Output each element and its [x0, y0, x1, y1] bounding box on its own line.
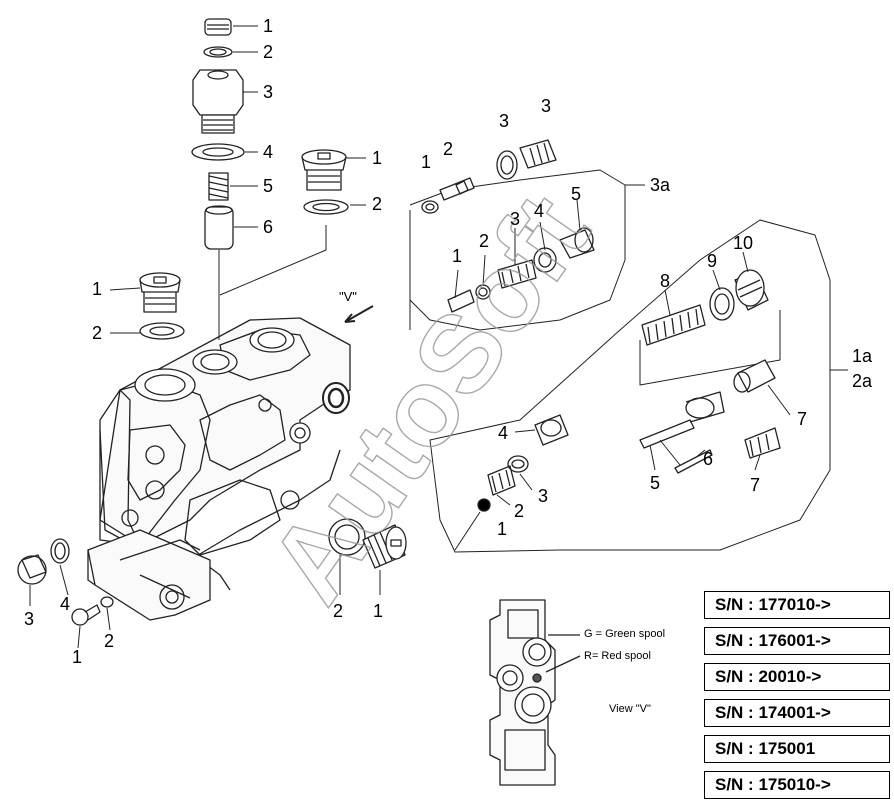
legend-red: R= Red spool: [584, 650, 651, 662]
callout-front-2: 2: [514, 501, 525, 521]
callout-plug-left-1: 1: [92, 279, 103, 299]
valve-body: [87, 317, 351, 621]
label-1a: 1a: [852, 346, 873, 366]
view-v-caption: View "V": [609, 703, 651, 715]
callout-bottom-mid-1: 1: [373, 601, 384, 621]
callout-bottom-left-3: 3: [24, 609, 35, 629]
serial-number-box: S/N : 175001: [704, 735, 890, 763]
callout-bottom-left-4: 4: [60, 594, 71, 614]
callout-valve-top-1: 1: [421, 152, 432, 172]
valve-3a-assembly: [409, 139, 626, 331]
serial-number-text: S/N : 177010->: [715, 595, 831, 614]
callout-top-6: 6: [263, 217, 274, 237]
callout-spool-6: 6: [703, 449, 714, 469]
callout-valve-mid-4: 4: [534, 201, 545, 221]
callout-top-4: 4: [263, 142, 274, 162]
callout-valve-mid-5: 5: [571, 184, 582, 204]
view-v-inset: [489, 599, 581, 786]
callout-spool-7b: 7: [750, 475, 761, 495]
top-relief-stack: [191, 18, 245, 340]
callout-spool-8: 8: [660, 271, 671, 291]
serial-number-text: S/N : 175010->: [715, 775, 831, 794]
callout-top-1: 1: [263, 16, 274, 36]
callout-top-3: 3: [263, 82, 274, 102]
callout-valve-top-2: 2: [443, 139, 454, 159]
plug-left: [139, 272, 185, 340]
serial-number-text: S/N : 175001: [715, 739, 816, 758]
callout-valve-mid-1: 1: [452, 246, 463, 266]
serial-number-box: S/N : 177010->: [704, 591, 890, 619]
label-2a: 2a: [852, 371, 873, 391]
callout-front-4: 4: [498, 423, 509, 443]
callout-bottom-left-2: 2: [104, 631, 115, 651]
callout-front-1: 1: [497, 519, 508, 539]
view-v-label: "V": [339, 289, 357, 304]
callout-front-3: 3: [538, 486, 549, 506]
leader-lines: [29, 25, 848, 649]
front-parts: [454, 414, 569, 551]
callout-spool-9: 9: [707, 251, 718, 271]
bottom-parts: [17, 518, 407, 626]
label-3a: 3a: [650, 175, 671, 195]
valve-1a-2a-assembly: [429, 219, 831, 553]
callout-spool-5: 5: [650, 473, 661, 493]
callout-bottom-mid-2: 2: [333, 601, 344, 621]
callout-spool-7a: 7: [797, 409, 808, 429]
callout-top-5: 5: [263, 176, 274, 196]
serial-number-box: S/N : 176001->: [704, 627, 890, 655]
callout-plug-right-1: 1: [372, 148, 383, 168]
callout-bottom-left-1: 1: [72, 647, 83, 667]
callout-valve-top-3a: 3: [499, 111, 510, 131]
legend-green: G = Green spool: [584, 628, 666, 640]
callout-top-2: 2: [263, 42, 274, 62]
serial-number-box: S/N : 175010->: [704, 771, 890, 799]
callout-spool-10: 10: [733, 233, 754, 253]
callout-valve-top-3b: 3: [541, 96, 552, 116]
callout-plug-right-2: 2: [372, 194, 383, 214]
serial-number-box: S/N : 20010->: [704, 663, 890, 691]
callout-valve-mid-3: 3: [510, 209, 521, 229]
callout-valve-mid-2: 2: [479, 231, 490, 251]
callout-plug-left-2: 2: [92, 323, 103, 343]
serial-number-box: S/N : 174001->: [704, 699, 890, 727]
plug-right: [219, 149, 349, 296]
serial-number-text: S/N : 176001->: [715, 631, 831, 650]
serial-number-text: S/N : 174001->: [715, 703, 831, 722]
serial-number-text: S/N : 20010->: [715, 667, 822, 686]
